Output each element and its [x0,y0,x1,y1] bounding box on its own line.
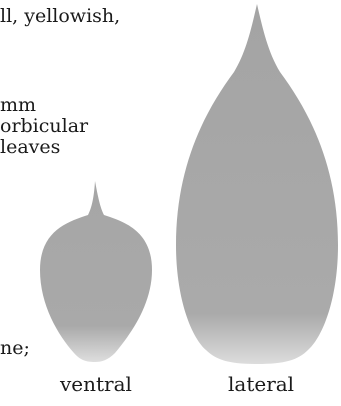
lateral-caption: lateral [228,373,294,395]
text-fragment-5: ne; [0,338,30,358]
text-fragment-4: leaves [0,137,60,157]
text-fragment-2: mm [0,95,36,115]
text-fragment-3: orbicular [0,116,88,136]
ventral-caption: ventral [60,373,132,395]
ventral-leaf [40,181,152,362]
lateral-leaf [176,4,338,366]
text-fragment-1: ll, yellowish, [0,6,120,26]
